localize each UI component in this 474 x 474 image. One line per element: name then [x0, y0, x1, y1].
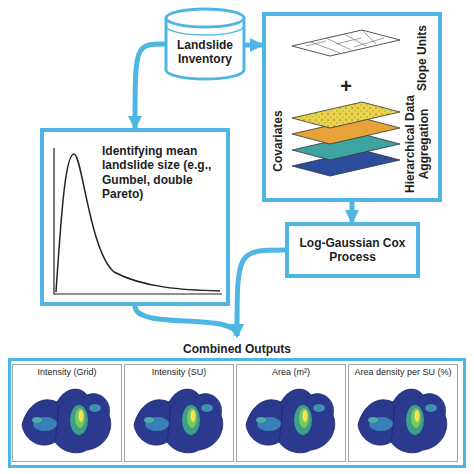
node-label: Log-Gaussian Cox Process: [289, 226, 416, 274]
panel-title: Area (m²): [239, 367, 343, 378]
database-node: Landslide Inventory: [165, 8, 245, 80]
node-label: Identifying mean landslide size (e.g., G…: [102, 144, 220, 202]
output-group: Combined OutputsIntensity (Grid) Intensit…: [8, 336, 466, 468]
layers-illustration: [292, 30, 400, 176]
process-box: Log-Gaussian Cox Process: [285, 222, 420, 278]
panel-title: Intensity (SU): [127, 367, 231, 378]
panel-title: Intensity (Grid): [15, 367, 119, 378]
output-panel: Area density per SU (%): [348, 364, 458, 462]
flow-arrow: [135, 44, 165, 128]
output-panel: Intensity (SU): [124, 364, 234, 462]
layer-label: Hierarchical Data Aggregation: [403, 84, 433, 204]
layer-label: Slope Units: [415, 20, 429, 96]
flow-arrow: [135, 306, 237, 336]
output-panel: Area (m²): [236, 364, 346, 462]
panel-title: Area density per SU (%): [351, 367, 455, 378]
data-box: Slope Units + Covariates Hierarchical Data …: [262, 12, 442, 202]
flow-arrow: [350, 202, 355, 222]
group-heading: Combined Outputs: [8, 342, 466, 356]
output-maps: [22, 389, 447, 453]
database-cylinder: [166, 9, 244, 79]
flow-arrow: [237, 250, 285, 336]
plus-sign: +: [336, 74, 356, 98]
process-box: Identifying mean landslide size (e.g., G…: [40, 128, 230, 306]
layer-label: Covariates: [271, 103, 285, 179]
output-panel: Intensity (Grid): [12, 364, 122, 462]
node-label: Landslide Inventory: [165, 28, 245, 76]
flow-arrow: [245, 43, 262, 48]
